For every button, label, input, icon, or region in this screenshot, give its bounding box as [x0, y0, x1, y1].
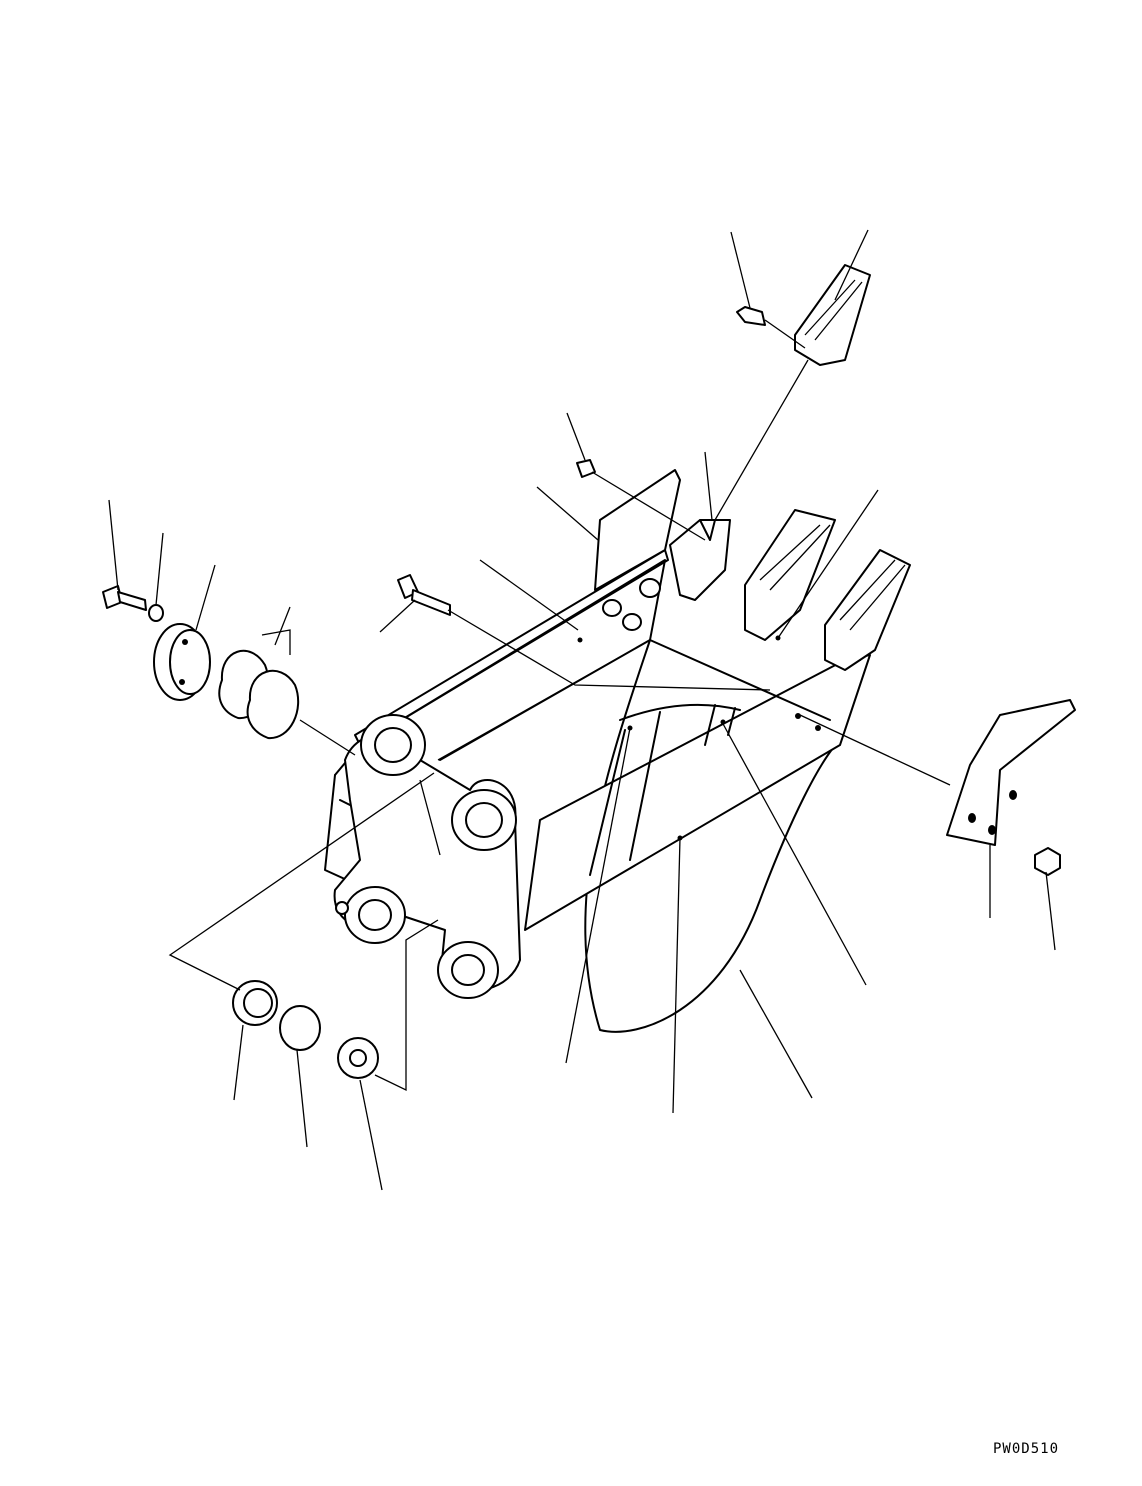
shim-plate	[153, 623, 211, 701]
tooth-assembly-top	[736, 264, 871, 366]
spacer-rings	[218, 649, 300, 740]
bushing	[232, 980, 278, 1026]
pin-bosses	[333, 714, 521, 999]
washer	[337, 1037, 379, 1079]
side-bolts	[602, 578, 661, 631]
top-bolt	[397, 574, 451, 616]
lock-washer	[148, 604, 164, 622]
side-cutter-left	[594, 469, 681, 591]
bucket-teeth	[669, 509, 911, 671]
tooth-pin	[576, 459, 596, 478]
cap-screw	[102, 585, 147, 611]
reference-dots	[577, 635, 821, 841]
side-cutter-right	[946, 699, 1076, 846]
nut	[1034, 847, 1061, 876]
leader-lines	[108, 229, 1056, 1191]
drawing-code: PW0D510	[993, 1441, 1060, 1457]
o-ring	[279, 1005, 321, 1051]
